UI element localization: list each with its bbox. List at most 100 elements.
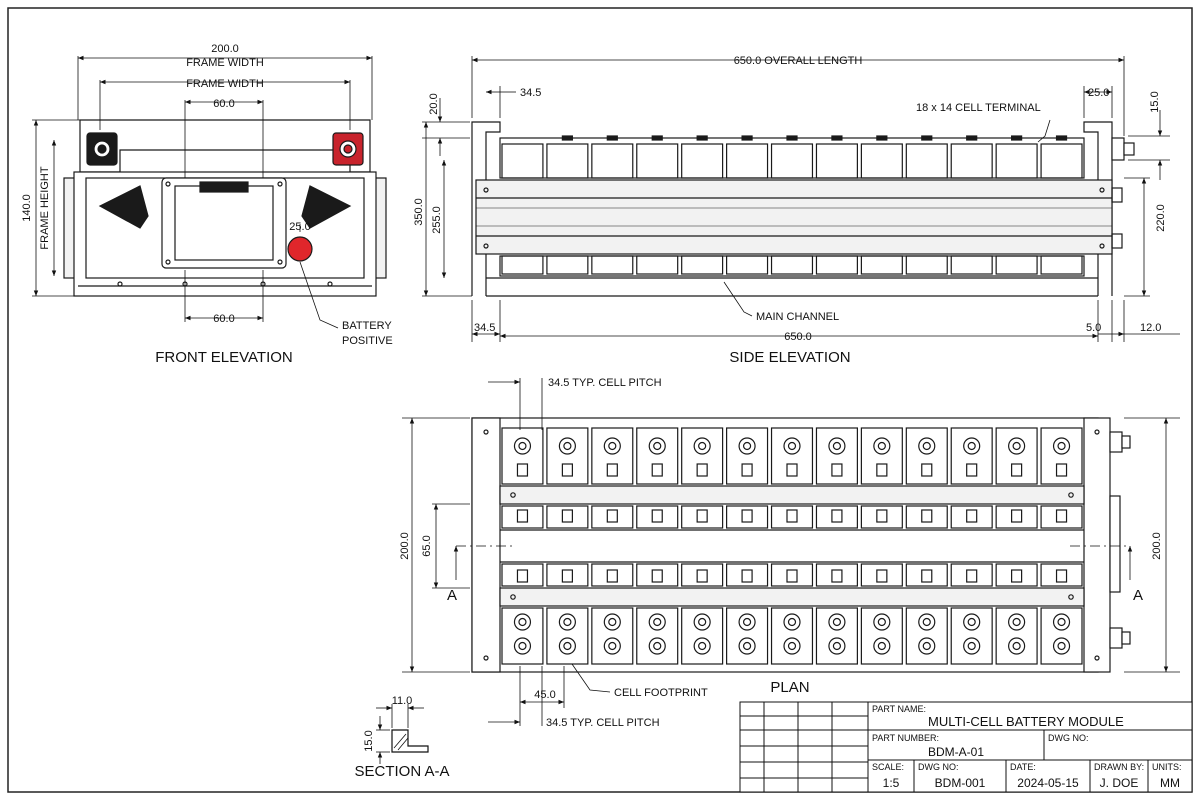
cell-terminal-label: 18 x 14 CELL TERMINAL	[916, 102, 1041, 114]
part-number-label: PART NUMBER:	[872, 733, 939, 743]
scale-value: 1:5	[883, 776, 900, 790]
side-20-label: 20.0	[428, 93, 440, 114]
side-cell-top	[501, 143, 544, 179]
part-name-label: PART NAME:	[872, 704, 926, 714]
main-channel-label: MAIN CHANNEL	[756, 311, 839, 323]
section-marker-right: A	[1133, 587, 1143, 604]
side-cell-top	[950, 135, 993, 179]
front-elevation-title: FRONT ELEVATION	[155, 349, 293, 366]
dwg-no-value: BDM-001	[935, 776, 986, 790]
plan-cell	[636, 427, 679, 665]
battery-positive-button-icon	[287, 236, 313, 262]
side-cell-bottom	[1040, 255, 1083, 275]
units-value: MM	[1160, 776, 1180, 790]
sheet-border	[7, 7, 1193, 793]
section-15-label: 15.0	[363, 730, 375, 751]
front-frame-width-inner-label: FRAME WIDTH	[186, 78, 264, 90]
side-cell-top	[905, 135, 948, 179]
side-cell-bottom	[501, 255, 544, 275]
side-elevation-view	[471, 121, 1135, 297]
units-label: UNITS:	[1152, 762, 1182, 772]
side-dimension-labels: 650.0 OVERALL LENGTH 34.5 25.0 20.0 15.0…	[413, 55, 1167, 366]
plan-view	[471, 417, 1131, 673]
scale-label: SCALE:	[872, 762, 904, 772]
plan-dimension-labels: 34.5 TYP. CELL PITCH 34.5 TYP. CELL PITC…	[399, 377, 1163, 729]
plan-cell	[591, 427, 634, 665]
side-cell-top	[591, 135, 634, 179]
right-handle-icon	[301, 185, 352, 229]
drawn-by-value: J. DOE	[1100, 776, 1139, 790]
side-cell-top	[770, 135, 814, 179]
side-cell-top	[726, 135, 769, 179]
side-cell-bottom	[860, 255, 903, 275]
dwg-no-label: DWG NO:	[918, 762, 959, 772]
plan-cell	[546, 427, 589, 665]
side-220-label: 220.0	[1155, 204, 1167, 232]
front-dimension-labels: 200.0 FRAME WIDTH FRAME WIDTH 60.0 60.0 …	[21, 43, 393, 366]
side-cell-bottom	[591, 255, 634, 275]
plan-45-label: 45.0	[534, 689, 555, 701]
side-cell-bottom	[770, 255, 814, 275]
side-overall-length-label: 650.0 OVERALL LENGTH	[734, 55, 863, 67]
plan-cell	[815, 427, 858, 665]
left-handle-icon	[98, 185, 149, 229]
plan-200-right-label: 200.0	[1151, 532, 1163, 560]
side-cell-bottom	[681, 255, 724, 275]
date-label: DATE:	[1010, 762, 1036, 772]
front-frame-height-label: FRAME HEIGHT	[39, 166, 51, 249]
drawn-by-label: DRAWN BY:	[1094, 762, 1144, 772]
plan-cell	[770, 427, 814, 665]
dwg-no-top-label: DWG NO:	[1048, 733, 1089, 743]
negative-terminal-icon	[86, 132, 118, 166]
side-cell-top	[636, 135, 679, 179]
front-frame-width-label: FRAME WIDTH	[186, 57, 264, 69]
plan-dimensions	[402, 378, 1180, 726]
side-cell-bottom	[546, 255, 589, 275]
side-dimensions	[422, 56, 1180, 342]
front-dimensions	[32, 55, 373, 329]
front-height-label: 140.0	[21, 194, 33, 222]
side-elevation-title: SIDE ELEVATION	[729, 349, 850, 366]
battery-positive-label-1: BATTERY	[342, 320, 392, 332]
side-cell-top	[815, 135, 858, 179]
cell-footprint-label: CELL FOOTPRINT	[614, 687, 708, 699]
section-title: SECTION A-A	[354, 763, 449, 780]
front-overall-width-label: 200.0	[211, 43, 239, 55]
plan-title: PLAN	[770, 679, 809, 696]
plan-cell	[905, 427, 948, 665]
title-block-text: PART NAME: MULTI-CELL BATTERY MODULE PAR…	[872, 704, 1182, 790]
side-350-label: 350.0	[413, 198, 425, 226]
plan-cell	[501, 427, 544, 665]
side-cell-bottom	[815, 255, 858, 275]
side-34-5-bottom-label: 34.5	[474, 322, 495, 334]
side-cell-bottom	[905, 255, 948, 275]
front-bottom-60-label: 60.0	[213, 313, 234, 325]
side-cell-top	[1040, 135, 1083, 179]
connector-icon	[199, 181, 249, 193]
plan-cell	[681, 427, 724, 665]
positive-terminal-icon	[332, 132, 364, 166]
title-block	[739, 701, 1193, 793]
side-cell-bottom	[636, 255, 679, 275]
plan-cell	[950, 427, 993, 665]
front-25-label: 25.0	[289, 221, 310, 233]
section-labels: 11.0 15.0 SECTION A-A	[354, 695, 449, 780]
side-cell-bottom	[726, 255, 769, 275]
plan-pitch-bottom-label: 34.5 TYP. CELL PITCH	[546, 717, 660, 729]
section-a-a-view	[376, 704, 429, 764]
side-cell-top	[995, 135, 1038, 179]
battery-positive-label-2: POSITIVE	[342, 335, 393, 347]
plan-cell	[726, 427, 769, 665]
plan-cell	[1040, 427, 1083, 665]
front-top-60-label: 60.0	[213, 98, 234, 110]
side-255-label: 255.0	[431, 206, 443, 234]
side-12-label: 12.0	[1140, 322, 1161, 334]
plan-cell	[860, 427, 903, 665]
side-cell-top	[860, 135, 903, 179]
plan-200-left-label: 200.0	[399, 532, 411, 560]
section-marker-left: A	[447, 587, 457, 604]
side-cell-bottom	[995, 255, 1038, 275]
section-11-label: 11.0	[392, 695, 413, 707]
side-cell-top	[546, 135, 589, 179]
